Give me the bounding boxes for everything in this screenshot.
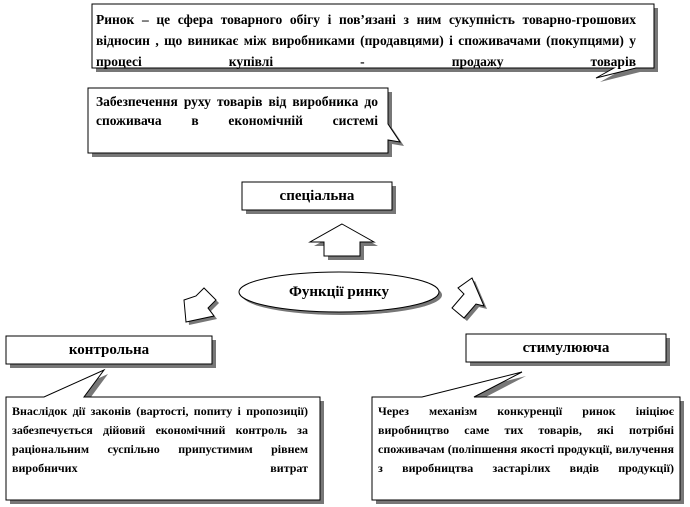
stimulating-note-callout (371, 371, 684, 504)
up-arrow (308, 223, 378, 260)
movement-callout (87, 87, 404, 157)
control-note-callout (5, 368, 324, 504)
function-control: контрольна (68, 342, 150, 358)
function-special: спеціальна (279, 188, 355, 204)
center-label: Функції ринку (289, 284, 389, 300)
center-ellipse (238, 271, 442, 315)
definition-callout (91, 3, 658, 82)
control-note-text: Внаслідок дії законів (вартості, попиту … (12, 404, 308, 475)
left-arrow (183, 287, 219, 325)
definition-term: Ринок (96, 12, 135, 27)
right-arrow (451, 277, 487, 321)
definition-body: – це сфера товарного обігу і пов’язані з… (96, 12, 636, 69)
stimulating-box (465, 333, 670, 366)
special-box (241, 181, 396, 214)
control-box (5, 335, 216, 368)
stimulating-note-text: Через механізм конкуренції ринок ініціює… (378, 404, 674, 475)
function-stimulating: стимулююча (522, 340, 610, 356)
definition-text: Ринок – це сфера товарного обігу і пов’я… (96, 9, 636, 72)
movement-note-text: Забезпечення руху товарів від виробника … (96, 94, 378, 128)
